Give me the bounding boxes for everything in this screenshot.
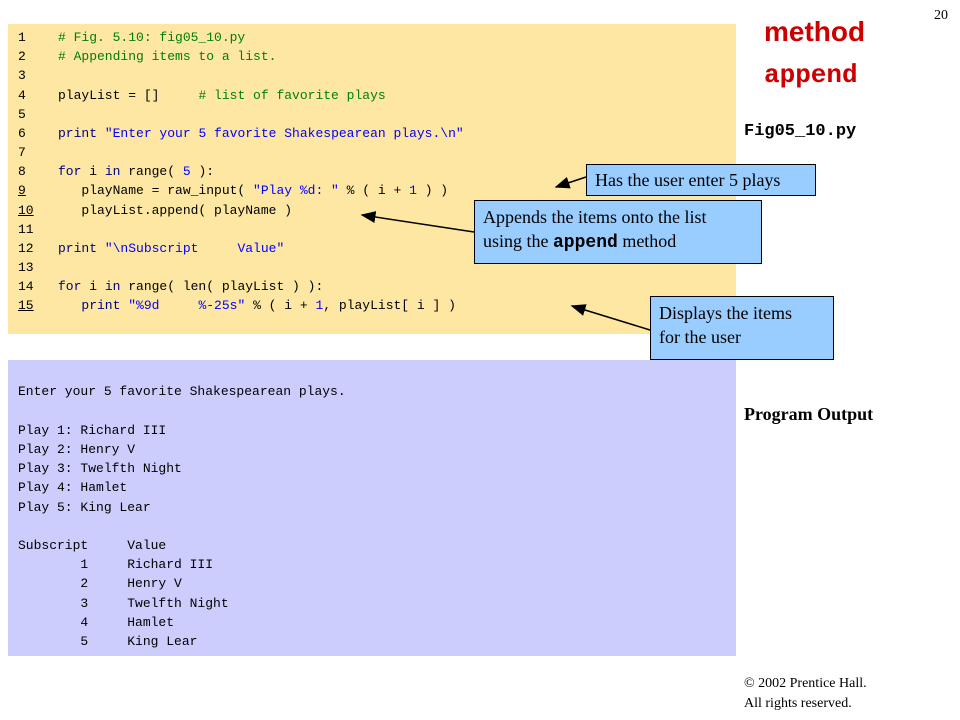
code-line-11: 11 — [18, 222, 34, 237]
copyright-line1: © 2002 Prentice Hall. — [744, 676, 867, 691]
code-text: for i in range( 5 ): — [58, 164, 215, 179]
arrow-to-line-10 — [360, 211, 475, 233]
slide-number: 20 — [934, 8, 948, 23]
code-line-13: 13 — [18, 260, 34, 275]
program-output-label: Program Output — [744, 404, 874, 424]
arrow-to-line-15 — [570, 304, 651, 331]
code-text: playName = raw_input( "Play %d: " % ( i … — [58, 183, 449, 198]
code-line-15: 15 print "%9d %-25s" % ( i + 1, playList… — [18, 298, 456, 313]
code-text: playList.append( playName ) — [58, 203, 293, 218]
output-line: Play 3: Twelfth Night — [18, 461, 182, 476]
slide-title-line1: method — [764, 16, 866, 47]
output-line: 5 King Lear — [18, 634, 198, 649]
code-text: print "%9d %-25s" % ( i + 1, playList[ i… — [81, 298, 456, 313]
code-text: print "Enter your 5 favorite Shakespeare… — [58, 126, 464, 141]
callout-text-line2: using the append method — [483, 231, 677, 253]
output-line: Play 5: King Lear — [18, 500, 151, 515]
code-text: for i in range( len( playList ) ): — [58, 279, 324, 294]
arrow-to-line-9 — [554, 176, 587, 189]
callout-display: Displays the items for the user — [650, 296, 834, 360]
output-line: 2 Henry V — [18, 576, 182, 591]
callout-text: Displays the items — [659, 303, 792, 323]
code-line-1: 1# Fig. 5.10: fig05_10.py — [18, 30, 246, 45]
callout-append: Appends the items onto the list using th… — [474, 200, 762, 264]
slide-title-line2: append — [764, 60, 858, 90]
callout-text: Has the user enter 5 plays — [595, 170, 781, 190]
code-line-9: 9 playName = raw_input( "Play %d: " % ( … — [18, 183, 449, 198]
output-line: Enter your 5 favorite Shakespearean play… — [18, 384, 346, 399]
output-line: 1 Richard III — [18, 557, 214, 572]
program-output-box: Enter your 5 favorite Shakespearean play… — [8, 360, 736, 656]
callout-enter-plays: Has the user enter 5 plays — [586, 164, 816, 196]
code-text: playList = [] # list of favorite plays — [58, 88, 386, 103]
filename-label: Fig05_10.py — [744, 122, 857, 141]
output-line: 4 Hamlet — [18, 615, 175, 630]
code-line-7: 7 — [18, 145, 26, 160]
output-line: Play 1: Richard III — [18, 423, 167, 438]
copyright-line2: All rights reserved. — [744, 696, 852, 711]
code-line-2: 2# Appending items to a list. — [18, 49, 277, 64]
output-line: 3 Twelfth Night — [18, 596, 229, 611]
callout-text: Appends the items onto the list — [483, 207, 707, 227]
code-line-5: 5 — [18, 107, 26, 122]
output-line: Subscript Value — [18, 538, 167, 553]
code-line-10: 10 playList.append( playName ) — [18, 203, 293, 218]
callout-text: for the user — [659, 327, 741, 347]
code-text: print "\nSubscript Value" — [58, 241, 285, 256]
code-line-3: 3 — [18, 68, 26, 83]
copyright: © 2002 Prentice Hall. All rights reserve… — [744, 674, 867, 714]
output-line: Play 4: Hamlet — [18, 480, 128, 495]
output-line: Play 2: Henry V — [18, 442, 136, 457]
